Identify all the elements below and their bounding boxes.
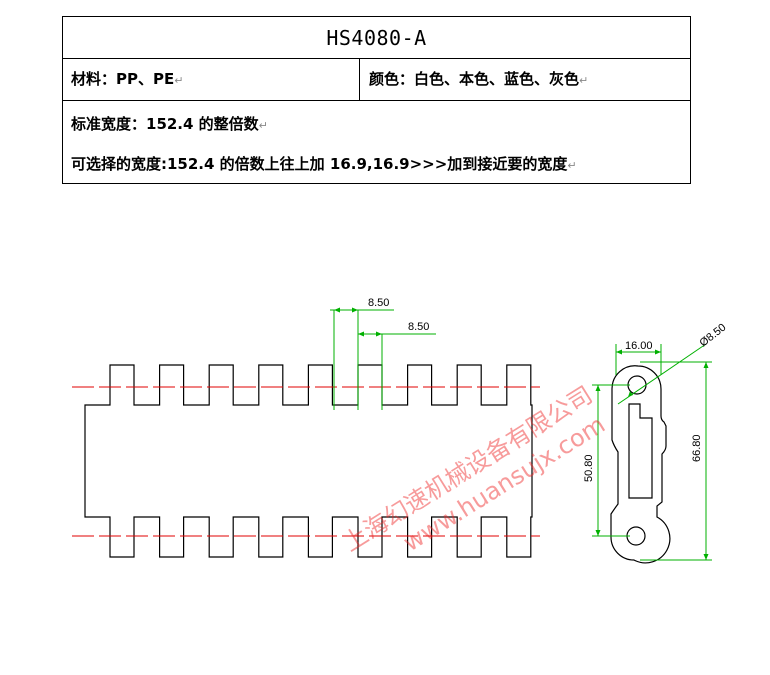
model-title: HS4080-A xyxy=(326,26,427,50)
overall-height-dimension xyxy=(640,361,712,561)
overall-height-label: 66.80 xyxy=(691,434,703,462)
end-width-label: 16.00 xyxy=(625,340,653,352)
hole-diameter-label: Ø8.50 xyxy=(697,321,728,349)
standard-width-note: 标准宽度：152.4 的整倍数↵ xyxy=(71,113,268,134)
optional-width-text: 可选择的宽度:152.4 的倍数上往上加 16.9,16.9>>>加到接近要的宽… xyxy=(71,155,568,173)
watermark-company: 上海幻速机械设备有限公司 xyxy=(338,381,597,557)
paragraph-mark: ↵ xyxy=(258,119,268,132)
spec-table: HS4080-A 材料：PP、PE↵ 颜色：白色、本色、蓝色、灰色↵ 标准宽度：… xyxy=(62,16,691,184)
end-width-dimension xyxy=(615,344,662,375)
belt-end-view xyxy=(610,365,671,564)
pitch-label-2: 8.50 xyxy=(408,321,429,333)
paragraph-mark: ↵ xyxy=(579,74,589,87)
properties-row: 材料：PP、PE↵ 颜色：白色、本色、蓝色、灰色↵ xyxy=(63,59,690,101)
inner-height-dimension xyxy=(592,384,630,537)
paragraph-mark: ↵ xyxy=(174,74,184,87)
title-row: HS4080-A xyxy=(63,17,690,59)
notes-row: 标准宽度：152.4 的整倍数↵ 可选择的宽度:152.4 的倍数上往上加 16… xyxy=(63,101,690,183)
material-text: 材料：PP、PE xyxy=(71,70,175,88)
optional-width-note: 可选择的宽度:152.4 的倍数上往上加 16.9,16.9>>>加到接近要的宽… xyxy=(71,153,577,174)
standard-width-text: 标准宽度：152.4 的整倍数 xyxy=(71,115,259,133)
color-cell: 颜色：白色、本色、蓝色、灰色↵ xyxy=(360,59,690,100)
pitch-label-1: 8.50 xyxy=(368,297,389,309)
hole-diameter-leader xyxy=(617,343,707,405)
color-text: 颜色：白色、本色、蓝色、灰色 xyxy=(369,70,580,88)
material-cell: 材料：PP、PE↵ xyxy=(63,59,360,100)
paragraph-mark: ↵ xyxy=(567,159,577,172)
pitch-dimension-1 xyxy=(330,307,394,410)
inner-height-label: 50.80 xyxy=(583,454,595,482)
belt-side-view-outline xyxy=(84,364,533,558)
pitch-dimension-2 xyxy=(358,331,436,410)
